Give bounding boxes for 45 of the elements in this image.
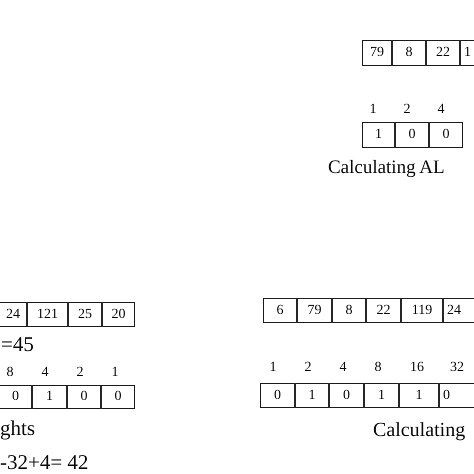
equation: -32+4= 42: [0, 452, 88, 473]
array-cell: 8: [332, 298, 366, 323]
array-cell: 1: [295, 383, 329, 408]
array-cell: 119: [401, 298, 443, 323]
array-cell: 22: [426, 40, 460, 66]
array-cell: 0: [0, 385, 32, 409]
array-cell: 0: [429, 122, 463, 148]
array-cell: 22: [366, 298, 401, 323]
caption: ghts: [0, 418, 36, 439]
weight-label: 16: [409, 361, 425, 375]
array-cell: 1: [460, 40, 474, 66]
weight-label: 8: [374, 361, 382, 375]
array-cell: 20: [102, 302, 135, 327]
array-cell: 1: [362, 122, 395, 148]
weight-label: 2: [304, 361, 312, 375]
weight-label: 1: [110, 366, 120, 380]
array-cell: 0: [67, 385, 101, 409]
weight-label: 4: [40, 366, 50, 380]
array-cell: 24: [0, 302, 27, 327]
array-cell: 1: [32, 385, 67, 409]
array-cell: 79: [362, 40, 392, 66]
array-cell: 79: [297, 298, 332, 323]
array-cell: 24: [443, 298, 474, 323]
array-cell: 0: [101, 385, 135, 409]
array-cell: 1: [364, 383, 399, 408]
weight-label: 4: [436, 103, 446, 117]
caption: Calculating: [373, 420, 466, 440]
weight-label: 8: [6, 366, 14, 380]
equation: =45: [1, 334, 34, 355]
weight-label: 1: [268, 361, 278, 375]
weight-label: 1: [368, 103, 378, 117]
array-cell: 25: [68, 302, 102, 327]
array-cell: 0: [439, 383, 474, 408]
array-cell: 8: [392, 40, 426, 66]
array-cell: 121: [27, 302, 68, 327]
caption: Calculating AL: [328, 158, 445, 177]
array-cell: 6: [263, 298, 297, 323]
array-cell: 0: [260, 383, 295, 408]
weight-label: 4: [338, 361, 348, 375]
array-cell: 0: [395, 122, 429, 148]
weight-label: 32: [449, 361, 465, 375]
array-cell: 0: [329, 383, 364, 408]
weight-label: 2: [402, 103, 412, 117]
array-cell: 1: [399, 383, 439, 408]
weight-label: 2: [76, 366, 84, 380]
